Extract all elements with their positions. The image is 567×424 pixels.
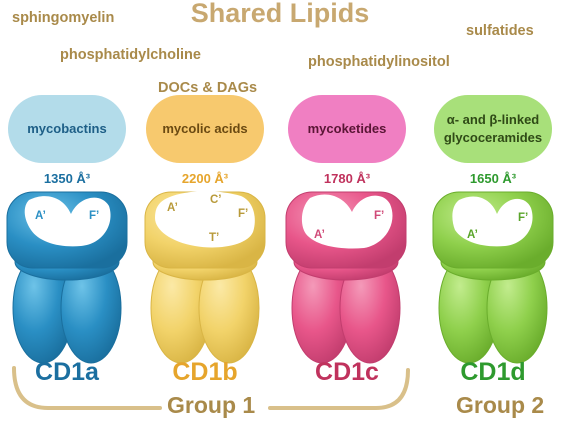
group1-bracket: [12, 366, 410, 410]
pocket-label-cd1d-a: A’: [467, 229, 478, 241]
volume-cd1b: 2200 Å³: [181, 171, 229, 186]
lipid-sphingomyelin: sphingomyelin: [12, 10, 115, 26]
ligand-label-cd1b: mycolic acids: [162, 121, 248, 136]
protein-name-cd1d: CD1d: [460, 358, 526, 386]
ligand-label-cd1c: mycoketides: [307, 121, 387, 136]
ligand-pill-cd1b: mycolic acids: [146, 95, 264, 163]
binding-groove-cd1c: [301, 194, 393, 249]
volume-cd1a: 1350 Å³: [43, 171, 91, 186]
protein-name-cd1b: CD1b: [172, 358, 238, 386]
ligand-label-cd1a: mycobactins: [27, 121, 107, 136]
pocket-label-cd1a-f: F’: [89, 210, 99, 222]
lipid-docs-dags: DOCs & DAGs: [158, 80, 258, 96]
ligand-pill-cd1c: mycoketides: [288, 95, 406, 163]
molecule-cd1b: A’ C’ F’ T’: [144, 191, 266, 364]
pocket-label-cd1b-c: C’: [210, 194, 222, 206]
pocket-label-cd1c-f: F’: [374, 210, 384, 222]
lipid-phosphatidylcholine: phosphatidylcholine: [60, 47, 201, 63]
volume-cd1d: 1650 Å³: [469, 171, 517, 186]
molecule-cd1a: A’ F’: [6, 191, 128, 364]
ligand-pill-cd1a: mycobactins: [8, 95, 126, 163]
group-label-2: Group 2: [456, 392, 545, 418]
protein-name-cd1a: CD1a: [35, 358, 99, 386]
lipid-sulfatides: sulfatides: [466, 23, 534, 39]
protein-name-cd1c: CD1c: [315, 358, 379, 386]
binding-groove-cd1b: [155, 191, 255, 248]
pocket-label-cd1c-a: A’: [314, 229, 325, 241]
pocket-label-cd1b-t: T’: [209, 232, 219, 244]
group-label-1: Group 1: [167, 392, 256, 418]
pocket-label-cd1b-f: F’: [238, 208, 248, 220]
molecule-cd1d: A’ F’: [432, 191, 554, 364]
volume-cd1c: 1780 Å³: [323, 171, 371, 186]
lipid-phosphatidylinositol: phosphatidylinositol: [308, 54, 450, 70]
binding-groove-cd1a: [24, 196, 111, 247]
pocket-label-cd1d-f: F’: [518, 212, 528, 224]
pocket-label-cd1a-a: A’: [35, 210, 46, 222]
binding-groove-cd1d: [452, 196, 533, 247]
pocket-label-cd1b-a: A’: [167, 202, 178, 214]
molecule-cd1c: A’ F’: [285, 191, 407, 364]
shared-lipids-title: Shared Lipids: [190, 0, 370, 28]
